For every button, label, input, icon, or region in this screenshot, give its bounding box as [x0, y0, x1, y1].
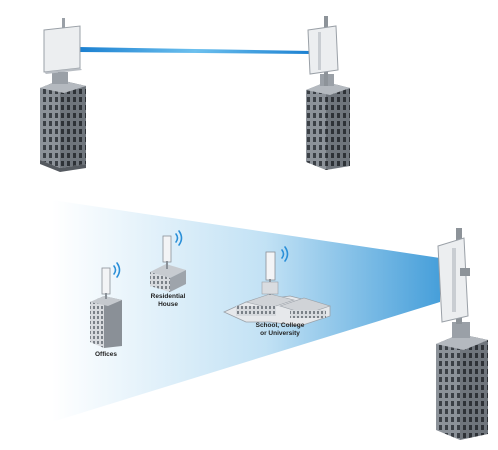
wifi-signal-campus [281, 246, 289, 262]
sector-antenna [437, 228, 470, 324]
residential-label-line1: Residential [150, 293, 186, 300]
house [150, 235, 186, 292]
wifi-signal-offices [113, 262, 121, 278]
residential-label-line2: House [158, 300, 178, 308]
bottom-right-tower-building [436, 322, 488, 440]
point-to-point-beam [78, 47, 312, 54]
right-tower-building [306, 74, 350, 170]
residential-house-label: Residential House [146, 293, 190, 308]
school-label-line2: or University [260, 329, 300, 337]
office-building [90, 267, 122, 348]
left-tower-building [40, 72, 86, 172]
wifi-signal-house [175, 230, 183, 246]
school-label-line1: School, College [255, 322, 305, 329]
right-panel-antenna [307, 16, 339, 86]
campus [223, 251, 331, 327]
school-label: School, College or University [250, 322, 310, 337]
left-panel-antenna [43, 18, 82, 80]
offices-label: Offices [94, 351, 118, 358]
